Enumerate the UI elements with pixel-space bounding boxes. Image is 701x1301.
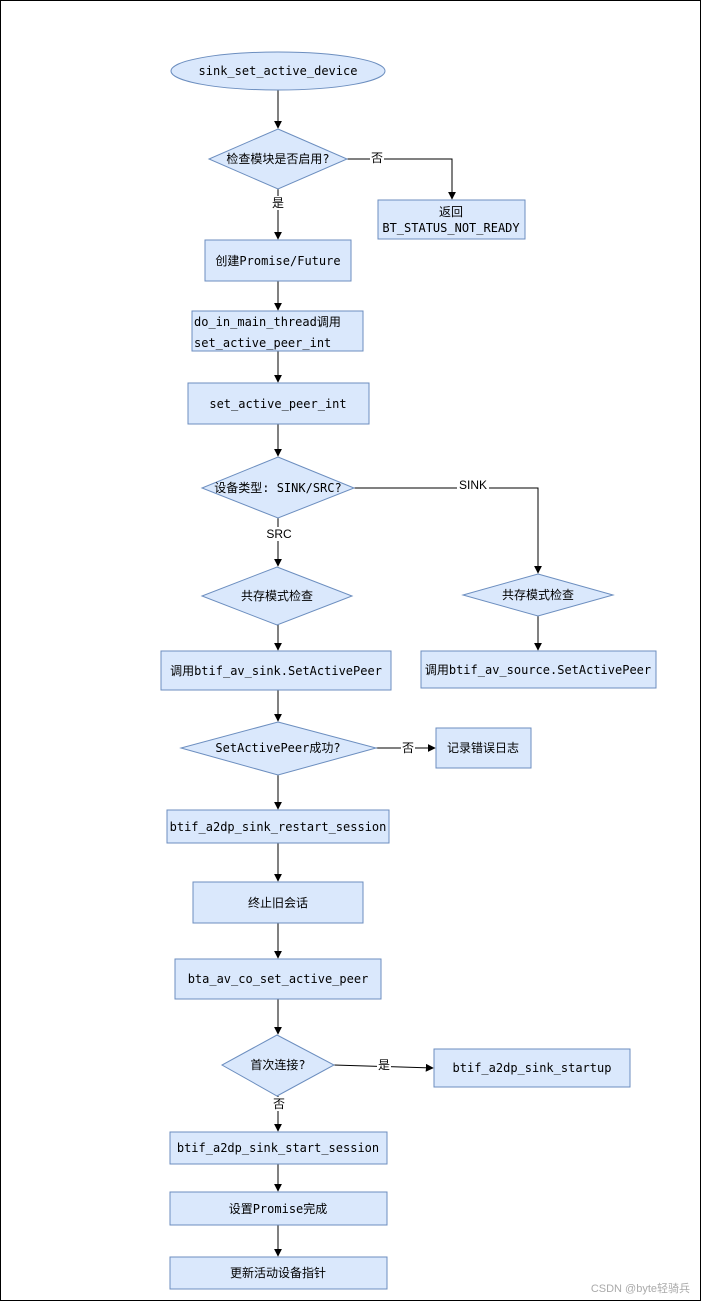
call-source-set-active-peer-node	[420, 650, 657, 689]
node-labels: sink_set_active_device 检查模块是否启用? 返回 BT_S…	[170, 64, 652, 1280]
set-promise-done-label: 设置Promise完成	[229, 1201, 328, 1216]
edge-label-sink: SINK	[459, 478, 487, 492]
coexist-check-src-decision	[200, 566, 354, 626]
set-active-peer-int-label: set_active_peer_int	[209, 397, 346, 411]
edge-labels: 否 是 SINK SRC 否 是 否	[263, 151, 489, 1111]
update-active-device-node	[169, 1256, 388, 1290]
restart-session-node	[166, 809, 390, 844]
sink-startup-node	[433, 1048, 631, 1088]
do-in-main-node	[191, 310, 364, 352]
return-not-ready-label-2: BT_STATUS_NOT_READY	[382, 221, 520, 235]
check-module-decision	[207, 128, 349, 190]
set-promise-done-node	[169, 1191, 388, 1226]
set-active-peer-int-node	[187, 382, 370, 425]
start-label: sink_set_active_device	[199, 64, 358, 78]
call-sink-set-active-peer-label: 调用btif_av_sink.SetActivePeer	[170, 664, 382, 678]
edge-label-no-success: 否	[402, 741, 414, 755]
start-session-label: btif_a2dp_sink_start_session	[177, 1141, 379, 1155]
call-source-set-active-peer-label: 调用btif_av_source.SetActivePeer	[425, 663, 651, 677]
create-promise-node	[204, 239, 352, 282]
log-error-label: 记录错误日志	[447, 741, 519, 755]
edge-label-yes-module: 是	[272, 196, 284, 210]
first-connection-decision	[220, 1034, 336, 1097]
log-error-node	[435, 727, 532, 769]
edge-label-yes-first: 是	[378, 1058, 390, 1072]
coexist-check-sink-label: 共存模式检查	[502, 587, 574, 602]
set-active-peer-success-decision	[179, 721, 378, 776]
device-type-decision	[200, 456, 356, 519]
do-in-main-label-2: set_active_peer_int	[194, 336, 331, 350]
co-set-active-peer-node	[174, 958, 382, 1000]
create-promise-label: 创建Promise/Future	[215, 254, 340, 268]
end-old-session-label: 终止旧会话	[248, 895, 308, 910]
sink-startup-label: btif_a2dp_sink_startup	[453, 1061, 612, 1075]
coexist-check-src-label: 共存模式检查	[241, 588, 313, 603]
co-set-active-peer-label: bta_av_co_set_active_peer	[188, 972, 369, 986]
start-session-node	[169, 1131, 388, 1165]
edge-label-no-module: 否	[371, 151, 383, 165]
edge-label-no-first: 否	[273, 1097, 285, 1111]
edge-label-src: SRC	[266, 527, 292, 541]
update-active-device-label: 更新活动设备指针	[230, 1265, 326, 1280]
end-old-session-node	[192, 881, 364, 924]
watermark: CSDN @byte轻骑兵	[591, 1281, 690, 1295]
edge-type-sink	[354, 487, 542, 574]
return-not-ready-node	[377, 199, 526, 240]
nodes	[160, 51, 657, 1290]
set-active-peer-success-label: SetActivePeer成功?	[215, 741, 340, 755]
do-in-main-label-1: do_in_main_thread调用	[194, 315, 341, 329]
coexist-check-sink-decision	[461, 573, 615, 617]
return-not-ready-label-1: 返回	[439, 205, 463, 219]
call-sink-set-active-peer-node	[160, 650, 392, 691]
device-type-label: 设备类型: SINK/SRC?	[214, 481, 341, 495]
first-connection-label: 首次连接?	[250, 1057, 305, 1072]
check-module-label: 检查模块是否启用?	[226, 151, 329, 166]
restart-session-label: btif_a2dp_sink_restart_session	[170, 820, 387, 834]
edge-check-no	[346, 158, 456, 200]
start-node	[170, 51, 386, 91]
